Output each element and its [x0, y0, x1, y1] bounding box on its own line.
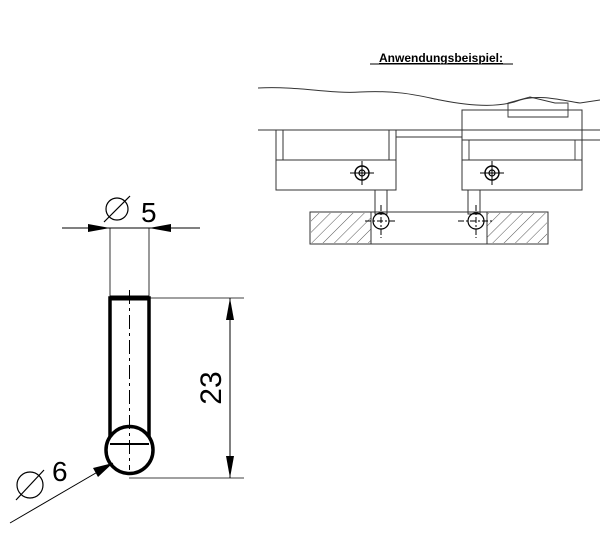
arrow-left-icon	[149, 224, 171, 232]
arrow-up-icon	[226, 298, 234, 320]
diameter-symbol-icon	[16, 471, 44, 499]
dim-label-6: 6	[52, 456, 68, 487]
application-example: Anwendungsbeispiel:	[257, 51, 600, 245]
dim-diameter-5: 5	[62, 195, 200, 298]
dim-diameter-6: 6	[9, 456, 114, 524]
arrow-down-icon	[226, 456, 234, 478]
workpiece	[309, 205, 549, 245]
arrow-right-icon	[88, 224, 110, 232]
dim-length-23: 23	[129, 297, 244, 479]
probe-pin-view: 5 23 6	[9, 195, 244, 524]
pin-right	[467, 161, 504, 215]
example-title: Anwendungsbeispiel:	[379, 51, 503, 65]
arrow-diagonal-icon	[93, 463, 113, 477]
fixture-top-outline	[257, 87, 600, 106]
clamp-block-right	[461, 109, 600, 191]
dim-label-5: 5	[141, 197, 157, 228]
clamp-block-left	[275, 129, 462, 191]
pin-body	[104, 290, 155, 476]
dim-label-23: 23	[195, 371, 228, 404]
diameter-symbol-icon	[105, 197, 129, 221]
